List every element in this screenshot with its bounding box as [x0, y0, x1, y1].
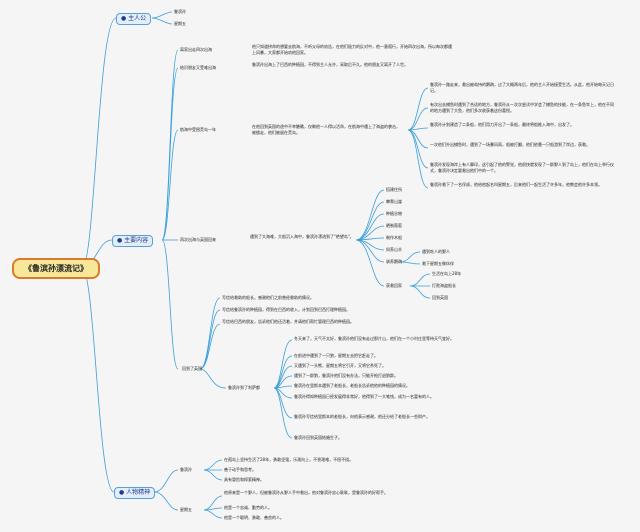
branch-item: 种植谷物: [386, 211, 402, 216]
trait-item: 善于动手和思考。: [224, 467, 256, 472]
trait-item: 他原来是一个野人，但被鲁滨孙从野人手中救出，他对鲁滨孙忠心耿耿，是鲁滨孙的好帮手…: [224, 490, 388, 495]
branch-item: 搭建住所: [386, 187, 402, 192]
section-label: 再次出海与英国回来: [180, 237, 216, 242]
person-icon: ●: [121, 15, 129, 22]
subsection-item: 又遇到了一头熊，星期五将它引开，又将它杀死了。: [294, 363, 386, 368]
subsection-item: 在前进中遇到了一只狼，星期五去把它赶走了。: [294, 353, 378, 358]
sub-item: 生活在岛上28年: [432, 271, 462, 276]
detail-item: 一次他们外出捕鱼时，遇到了一场暴风雨，船被打翻，他们依靠一只船游到了岸边，获救。: [430, 142, 590, 147]
subsection-item: 遇到了一群狼，鲁滨孙他们没有办法，只能开枪打退狼群。: [294, 373, 398, 378]
subsection-item: 鲁滨孙写信给里斯本的老船长，向他表示感谢，他还分给了老船长一些财产。: [294, 414, 430, 419]
section-text: 在他回到英国的途中不幸触礁，仅剩他一人得以活命，在航海中遇上了海盗的袭击，被掳走…: [252, 124, 400, 135]
branch-protagonist: ● 主人公: [116, 13, 152, 25]
branch-item: 驯养鹦鹉: [386, 259, 402, 264]
sub-item: 救下星期五做伙伴: [422, 261, 454, 266]
sub-item: 遇到吃人的野人: [422, 249, 450, 254]
star-icon: ●: [119, 489, 127, 496]
section-label: 回到了英国: [182, 366, 202, 371]
root-title: 《鲁滨孙漂流记》: [12, 258, 100, 279]
protagonist-item: 鲁滨孙: [174, 9, 186, 14]
subsection-label: 鲁滨孙到了利萨都: [228, 385, 260, 390]
subsection-item: 冬天来了，天气不太好，鲁滨孙他们没有走过那片山，他们在一个小村庄里等待天气变好。: [294, 336, 454, 341]
section-text: 遇到了大海难，大船沉入海中，鲁滨孙漂流到了"绝望岛"。: [250, 234, 354, 239]
branch-content: ● 主要内容: [112, 235, 154, 247]
section-label: 航海中受困荒岛一年: [180, 127, 216, 132]
branch-item: 晒制葡萄: [386, 223, 402, 228]
trait-item: 他是一个忠诚、勤劳的人。: [224, 505, 272, 510]
subsection-item: 鲁滨孙得知种植园已经发展得非常好，他得到了一大笔钱，成为一名富有的人。: [294, 394, 434, 399]
section-label: 离家出走四次出海: [180, 47, 212, 52]
note-item: 写信给巴西的朋友，告诉他们他还活着，并请他们帮忙管理巴西的种植园。: [222, 319, 354, 324]
section-text: 鲁滨孙出海上了巴西的种植园，不得到主人允许，采取后不久。他的朋友又离开了人世。: [252, 62, 408, 67]
sub-item: 回到英国: [432, 295, 448, 300]
trait-item: 他是一个聪明、勇敢、善良的人。: [224, 515, 284, 520]
detail-item: 鲁滨孙一路走来，救出被劫持的鹦鹉，过了大概两年后，他的主人开始接受生活。从此，他…: [430, 82, 614, 93]
subsection-item: 鲁滨孙回到英国结婚生子。: [294, 435, 342, 440]
detail-item: 鲁滨孙计划建造了二条船，他们用刀开出了一条船，最终将船推入海中，出发了。: [430, 122, 574, 127]
detail-item: 鲁滨孙救下了一名俘虏，他给他起名叫星期五，后来他们一起生活了许多年，他教会他许多…: [430, 182, 602, 187]
branch-traits: ● 人物精神: [114, 487, 156, 499]
note-item: 写信给救助的船长，感谢他们之前曾经救助的情况。: [222, 295, 314, 300]
subsection-item: 鲁滨孙在里斯本遇到了老船长，老船长告诉他他的种植园的情况。: [294, 383, 410, 388]
book-icon: ●: [117, 237, 125, 244]
trait-item: 具有冒险和探索精神。: [224, 477, 264, 482]
branch-item: 饲养山羊: [386, 247, 402, 252]
trait-group-label: 鲁滨孙: [180, 467, 192, 472]
detail-item: 鲁滨孙发现海岸上有人脚印，这引起了他的警觉，他很快就发现了一群野人到了岛上，他们…: [430, 162, 614, 173]
section-text: 他只知道拼命的想要去航海，不听父母的劝告，在他们极力的反对中，他一意孤行，开始四…: [252, 44, 452, 55]
branch-item: 攀爬山崖: [386, 199, 402, 204]
branch-item: 制作木船: [386, 235, 402, 240]
branch-item: 获救回家: [386, 283, 402, 288]
sub-item: 打败海盗船长: [432, 283, 456, 288]
trait-item: 在孤岛上坚持生活了28年，勇敢坚强，乐观向上，不畏艰难，不屈不挠。: [224, 457, 354, 462]
section-label: 结识朋友又受难出海: [180, 65, 216, 70]
note-item: 写信给鲁滨孙的种植园，得到在巴西的收入，计划回到巴西打理种植园。: [222, 307, 350, 312]
protagonist-item: 星期五: [174, 21, 186, 26]
trait-group-label: 星期五: [180, 507, 192, 512]
detail-item: 有次出去捕鱼时遇到了合适的地方，鲁滨孙从一次次尝试中学会了捕鱼的技能，在一条鱼竿…: [430, 102, 614, 113]
